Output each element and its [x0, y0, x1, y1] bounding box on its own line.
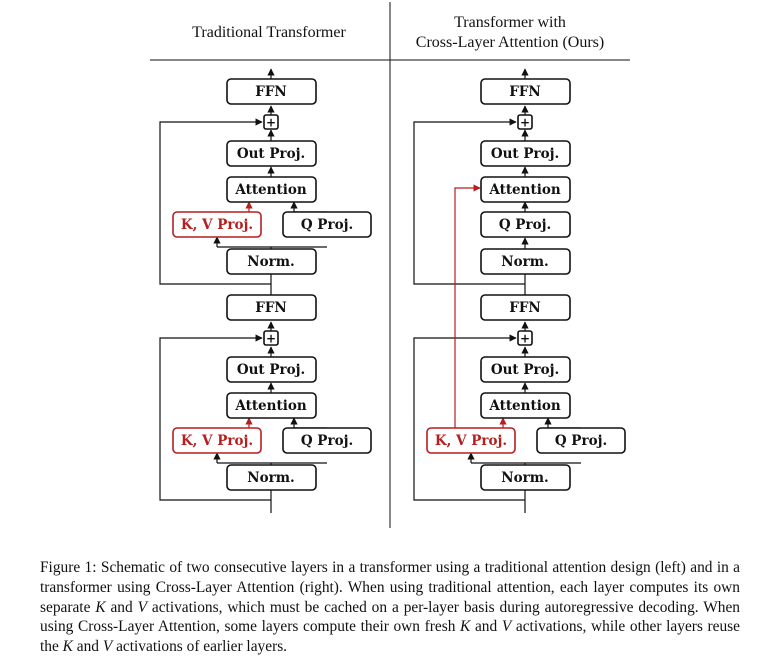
attention-label: Attention: [234, 398, 306, 414]
residual-add: [517, 330, 533, 346]
attention-block: [480, 176, 571, 203]
attention-label: Attention: [488, 182, 560, 198]
q-proj-label: Q Proj.: [499, 217, 551, 233]
norm-block: [480, 464, 571, 491]
out-proj-label: Out Proj.: [237, 362, 305, 378]
kv-proj-label: K, V Proj.: [181, 433, 253, 449]
ffn-block: [480, 78, 571, 105]
kv-proj-block: [426, 427, 516, 454]
q-proj-block: [282, 427, 372, 454]
q-proj-block: [536, 427, 626, 454]
q-proj-block: [480, 211, 571, 238]
ffn-label: FFN: [509, 300, 541, 316]
cross-layer-column: FFN + Out Proj. Attention Q Proj. Norm. …: [413, 68, 626, 513]
out-proj-label: Out Proj.: [237, 146, 305, 162]
residual-add: [517, 114, 533, 130]
norm-label: Norm.: [501, 470, 548, 486]
attention-block: [226, 176, 317, 203]
norm-label: Norm.: [247, 470, 294, 486]
q-proj-label: Q Proj.: [301, 217, 353, 233]
ffn-label: FFN: [509, 84, 541, 100]
cross-layer-kv-path: [454, 184, 481, 428]
attention-block: [226, 392, 317, 419]
ffn-label: FFN: [255, 300, 287, 316]
ffn-label: FFN: [255, 84, 287, 100]
q-proj-label: Q Proj.: [301, 433, 353, 449]
figure-caption: Figure 1: Schematic of two consecutive l…: [40, 559, 740, 655]
add-label: +: [266, 116, 276, 130]
out-proj-block: [480, 356, 571, 383]
attention-block: [480, 392, 571, 419]
out-proj-block: [226, 140, 317, 167]
ffn-block: [480, 294, 571, 321]
q-proj-label: Q Proj.: [555, 433, 607, 449]
out-proj-block: [226, 356, 317, 383]
kv-proj-block: [172, 211, 262, 238]
kv-proj-label: K, V Proj.: [181, 217, 253, 233]
kv-proj-block: [172, 427, 262, 454]
ffn-block: [226, 78, 317, 105]
residual-add: [263, 114, 279, 130]
norm-block: [226, 464, 317, 491]
header-traditional: Traditional Transformer: [192, 24, 346, 41]
traditional-column: FFN + Out Proj. Attention K, V Proj. Q P…: [159, 68, 372, 513]
attention-label: Attention: [234, 182, 306, 198]
add-label: +: [520, 332, 530, 346]
residual-add: [263, 330, 279, 346]
add-label: +: [520, 116, 530, 130]
kv-proj-label: K, V Proj.: [435, 433, 507, 449]
out-proj-block: [480, 140, 571, 167]
architecture-diagram: Traditional Transformer Transformer with…: [150, 2, 630, 528]
add-label: +: [266, 332, 276, 346]
header-cla-line2: Cross-Layer Attention (Ours): [416, 34, 604, 51]
q-proj-block: [282, 211, 372, 238]
attention-label: Attention: [488, 398, 560, 414]
out-proj-label: Out Proj.: [491, 146, 559, 162]
header-cla-line1: Transformer with: [454, 14, 566, 31]
norm-label: Norm.: [247, 254, 294, 270]
norm-block: [480, 248, 571, 275]
norm-label: Norm.: [501, 254, 548, 270]
out-proj-label: Out Proj.: [491, 362, 559, 378]
norm-block: [226, 248, 317, 275]
ffn-block: [226, 294, 317, 321]
